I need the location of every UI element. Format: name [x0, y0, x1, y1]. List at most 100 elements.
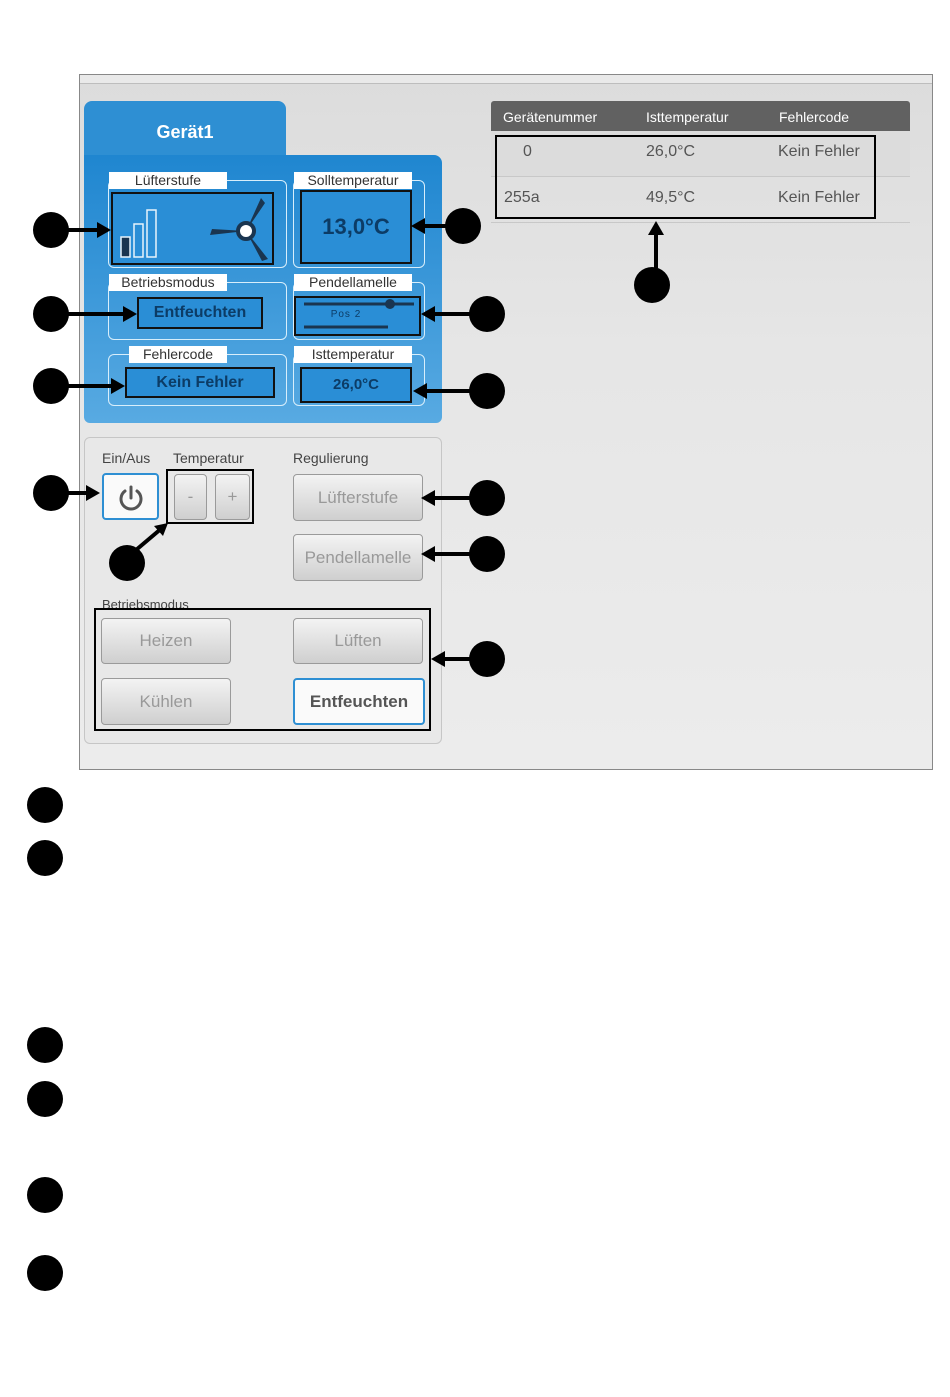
- cell-actual-temp: 26,0°C: [646, 143, 696, 160]
- callout-arrow: [134, 523, 168, 552]
- louver-position-value: Pos 2: [330, 309, 362, 320]
- callout-arrow: [68, 491, 87, 495]
- temperature-buttons-highlight: [166, 469, 254, 524]
- callout-arrowhead: [421, 306, 435, 322]
- error-code-value: Kein Fehler: [156, 374, 244, 391]
- control-panel: Ein/Aus Temperatur Regulierung - + Lüfte…: [84, 437, 442, 744]
- target-temp-display: 13,0°C: [300, 190, 412, 264]
- fan-speed-button[interactable]: Lüfterstufe: [293, 474, 423, 521]
- fan-speed-card-label: Lüfterstufe: [109, 172, 227, 189]
- fan-speed-graphic: [120, 198, 268, 261]
- table-row[interactable]: 0 26,0°C Kein Fehler: [491, 131, 910, 177]
- power-icon: [119, 485, 142, 511]
- legend-marker: [27, 1027, 63, 1063]
- callout-marker: [33, 475, 69, 511]
- callout-marker: [33, 296, 69, 332]
- actual-temp-display: 26,0°C: [300, 367, 412, 403]
- target-temp-card-label: Solltemperatur: [294, 172, 412, 189]
- callout-arrow: [426, 389, 470, 393]
- swing-louver-display: Pos 2: [294, 296, 421, 336]
- callout-arrow: [68, 312, 124, 316]
- table-rows-highlight: [495, 135, 876, 219]
- callout-arrowhead: [411, 218, 425, 234]
- callout-arrowhead: [421, 490, 435, 506]
- callout-arrowhead: [413, 383, 427, 399]
- operating-mode-display: Entfeuchten: [137, 297, 263, 329]
- fan-bar-1: [120, 236, 131, 258]
- callout-marker: [33, 212, 69, 248]
- callout-marker: [634, 267, 670, 303]
- fan-speed-display: [111, 192, 274, 265]
- callout-marker: [33, 368, 69, 404]
- actual-temp-card: Isttemperatur: [293, 346, 425, 406]
- table-row[interactable]: 255a 49,5°C Kein Fehler: [491, 177, 910, 223]
- legend-marker: [27, 1177, 63, 1213]
- device-tab[interactable]: Gerät1: [84, 101, 286, 161]
- power-button[interactable]: [102, 473, 159, 520]
- operating-mode-card: Betriebsmodus: [108, 274, 287, 340]
- mode-dehumidify-button[interactable]: Entfeuchten: [293, 678, 425, 725]
- screen-top-bar: [80, 75, 932, 84]
- callout-arrow: [654, 234, 658, 268]
- louver-slider-icon: [304, 299, 414, 329]
- legend-marker: [27, 840, 63, 876]
- actual-temp-value: 26,0°C: [332, 376, 380, 393]
- target-temp-value: 13,0°C: [322, 214, 390, 239]
- callout-marker: [469, 373, 505, 409]
- callout-marker: [469, 641, 505, 677]
- callout-arrowhead: [111, 378, 125, 394]
- col-device-number: Gerätenummer: [503, 109, 598, 125]
- actual-temp-card-label: Isttemperatur: [294, 346, 412, 363]
- error-code-display: Kein Fehler: [125, 367, 275, 398]
- error-code-card-label: Fehlercode: [129, 346, 227, 363]
- cell-error-code: Kein Fehler: [778, 189, 860, 206]
- callout-arrowhead: [86, 485, 100, 501]
- callout-arrow: [424, 224, 446, 228]
- mode-ventilate-button[interactable]: Lüften: [293, 618, 423, 664]
- fan-bar-2: [133, 223, 144, 258]
- mode-heat-button[interactable]: Heizen: [101, 618, 231, 664]
- legend-marker: [27, 1081, 63, 1117]
- col-actual-temp: Isttemperatur: [646, 109, 729, 125]
- mode-cool-button[interactable]: Kühlen: [101, 678, 231, 725]
- cell-actual-temp: 49,5°C: [646, 189, 696, 206]
- callout-arrowhead: [123, 306, 137, 322]
- callout-arrowhead: [97, 222, 111, 238]
- callout-arrow: [68, 228, 98, 232]
- fan-icon: [210, 198, 268, 261]
- power-label: Ein/Aus: [102, 450, 151, 466]
- swing-louver-button[interactable]: Pendellamelle: [293, 534, 423, 581]
- device-status-panel: Lüfterstufe Solltemperatur 13,0°C Betrie…: [84, 155, 442, 423]
- callout-marker: [445, 208, 481, 244]
- callout-arrow: [444, 657, 470, 661]
- temp-increase-button[interactable]: +: [215, 474, 250, 520]
- operating-mode-value: Entfeuchten: [153, 304, 247, 321]
- callout-marker: [469, 480, 505, 516]
- callout-arrow: [434, 312, 470, 316]
- col-error-code: Fehlercode: [779, 109, 850, 125]
- regulation-label: Regulierung: [293, 450, 369, 466]
- callout-marker: [109, 545, 145, 581]
- callout-arrow: [434, 496, 470, 500]
- temperature-label: Temperatur: [173, 450, 244, 466]
- legend-marker: [27, 1255, 63, 1291]
- swing-louver-card-label: Pendellamelle: [294, 274, 412, 291]
- legend-marker: [27, 787, 63, 823]
- callout-marker: [469, 536, 505, 572]
- temp-decrease-button[interactable]: -: [174, 474, 207, 520]
- callout-arrow: [68, 384, 112, 388]
- cell-device-number: 255a: [504, 189, 540, 206]
- callout-marker: [469, 296, 505, 332]
- fan-bar-3: [146, 209, 157, 258]
- callout-arrow: [434, 552, 470, 556]
- callout-arrowhead: [648, 221, 664, 235]
- callout-arrowhead: [431, 651, 445, 667]
- mode-buttons-highlight: [94, 608, 431, 731]
- error-code-card: Fehlercode: [108, 346, 287, 406]
- operating-mode-card-label: Betriebsmodus: [109, 274, 227, 291]
- cell-device-number: 0: [523, 143, 532, 160]
- callout-arrowhead: [421, 546, 435, 562]
- device-table-header: Gerätenummer Isttemperatur Fehlercode: [491, 101, 910, 131]
- swing-louver-card: Pendellamelle: [293, 274, 425, 340]
- cell-error-code: Kein Fehler: [778, 143, 860, 160]
